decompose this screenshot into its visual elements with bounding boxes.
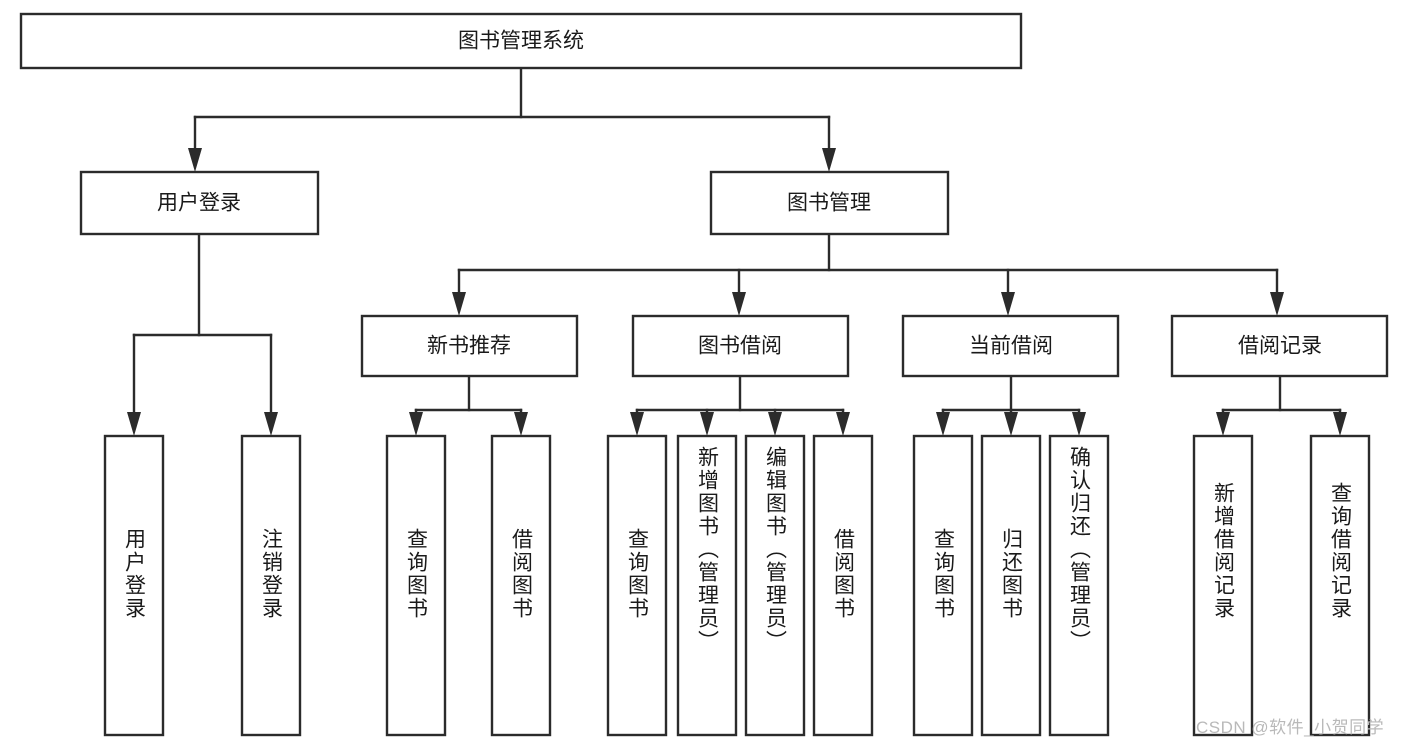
leaf-edit-book-label: 编辑图书（管理员） [763,446,787,653]
node-book-manage-box[interactable] [709,170,950,236]
arrowhead-to-leaf-borrow-book-2 [836,412,850,436]
node-root-label: 图书管理系统 [458,30,584,53]
leaf-borrow-book-2-box[interactable] [812,434,874,737]
leaf-query-book-1-label: 查询图书 [404,528,428,620]
leaf-query-book-3-label: 查询图书 [931,528,955,620]
arrowhead-to-leaf-query-book-3 [936,412,950,436]
arrowhead-to-leaf-user-logout [264,412,278,436]
node-current-borrow-label: 当前借阅 [969,335,1053,358]
node-new-book-recommend-label: 新书推荐 [427,335,511,358]
leaf-borrow-book-2-label: 借阅图书 [831,528,855,620]
leaf-confirm-return[interactable]: 确认归还（管理员） [1050,436,1108,735]
leaf-user-logout[interactable]: 注销登录 [242,436,300,735]
node-book-borrow-label: 图书借阅 [698,335,782,358]
node-borrow-record[interactable]: 借阅记录 [1170,314,1389,378]
leaf-edit-book-box[interactable] [744,434,806,737]
node-current-borrow[interactable]: 当前借阅 [901,314,1120,378]
arrowhead-to-recommend [452,292,466,316]
node-book-manage[interactable]: 图书管理 [709,170,950,236]
node-current-borrow-box[interactable] [901,314,1120,378]
arrowhead-to-leaf-query-record [1333,412,1347,436]
node-book-borrow-box[interactable] [631,314,850,378]
node-user-login[interactable]: 用户登录 [79,170,320,236]
arrowhead-to-borrow [732,292,746,316]
leaf-query-record[interactable]: 查询借阅记录 [1311,436,1369,735]
leaf-borrow-book-2[interactable]: 借阅图书 [814,436,872,735]
leaf-user-logout-label: 注销登录 [259,528,283,620]
arrowhead-to-leaf-return-book [1004,412,1018,436]
leaf-query-record-box[interactable] [1309,434,1371,737]
node-borrow-record-label: 借阅记录 [1238,335,1322,358]
leaf-confirm-return-box[interactable] [1048,434,1110,737]
node-book-manage-label: 图书管理 [787,192,871,215]
leaf-query-book-3[interactable]: 查询图书 [914,436,972,735]
leaf-box-group [103,434,1371,737]
leaf-return-book[interactable]: 归还图书 [982,436,1040,735]
node-root-box[interactable] [19,12,1023,70]
leaf-user-login-box[interactable] [103,434,165,737]
arrowhead-to-leaf-query-book-1 [409,412,423,436]
leaf-user-login[interactable]: 用户登录 [105,436,163,735]
node-book-borrow[interactable]: 图书借阅 [631,314,850,378]
leaf-query-book-2-label: 查询图书 [625,528,649,620]
leaf-query-book-3-box[interactable] [912,434,974,737]
leaf-query-record-label: 查询借阅记录 [1328,482,1352,620]
leaf-query-book-2-box[interactable] [606,434,668,737]
arrowhead-to-leaf-user-login [127,412,141,436]
leaf-add-book[interactable]: 新增图书（管理员） [678,436,736,735]
arrowhead-to-leaf-confirm-return [1072,412,1086,436]
leaf-return-book-label: 归还图书 [999,528,1023,620]
arrowhead-to-leaf-add-book [700,412,714,436]
leaf-add-record-box[interactable] [1192,434,1254,737]
leaf-query-book-1[interactable]: 查询图书 [387,436,445,735]
arrowhead-group [127,148,1347,436]
arrowhead-to-record [1270,292,1284,316]
leaf-add-record[interactable]: 新增借阅记录 [1194,436,1252,735]
leaf-query-book-2[interactable]: 查询图书 [608,436,666,735]
leaf-add-book-label: 新增图书（管理员） [695,446,719,653]
arrowhead-to-book-manage [822,148,836,172]
arrowhead-to-user-login [188,148,202,172]
leaf-query-book-1-box[interactable] [385,434,447,737]
node-user-login-label: 用户登录 [157,192,241,215]
leaf-borrow-book-1[interactable]: 借阅图书 [492,436,550,735]
leaf-user-logout-box[interactable] [240,434,302,737]
leaf-edit-book[interactable]: 编辑图书（管理员） [746,436,804,735]
arrowhead-to-current [1001,292,1015,316]
arrowhead-to-leaf-query-book-2 [630,412,644,436]
node-user-login-box[interactable] [79,170,320,236]
node-new-book-recommend-box[interactable] [360,314,579,378]
leaf-add-record-label: 新增借阅记录 [1211,482,1235,620]
leaf-borrow-book-1-box[interactable] [490,434,552,737]
node-borrow-record-box[interactable] [1170,314,1389,378]
leaf-user-login-label: 用户登录 [122,528,146,620]
node-root[interactable]: 图书管理系统 [19,12,1023,70]
arrowhead-to-leaf-borrow-book-1 [514,412,528,436]
leaf-add-book-box[interactable] [676,434,738,737]
arrowhead-to-leaf-add-record [1216,412,1230,436]
leaf-borrow-book-1-label: 借阅图书 [509,528,533,620]
arrowhead-to-leaf-edit-book [768,412,782,436]
node-new-book-recommend[interactable]: 新书推荐 [360,314,579,378]
connector-group [132,66,1342,414]
leaf-return-book-box[interactable] [980,434,1042,737]
watermark-text: CSDN @软件_小贺同学 [1196,718,1385,737]
leaf-confirm-return-label: 确认归还（管理员） [1067,446,1091,653]
